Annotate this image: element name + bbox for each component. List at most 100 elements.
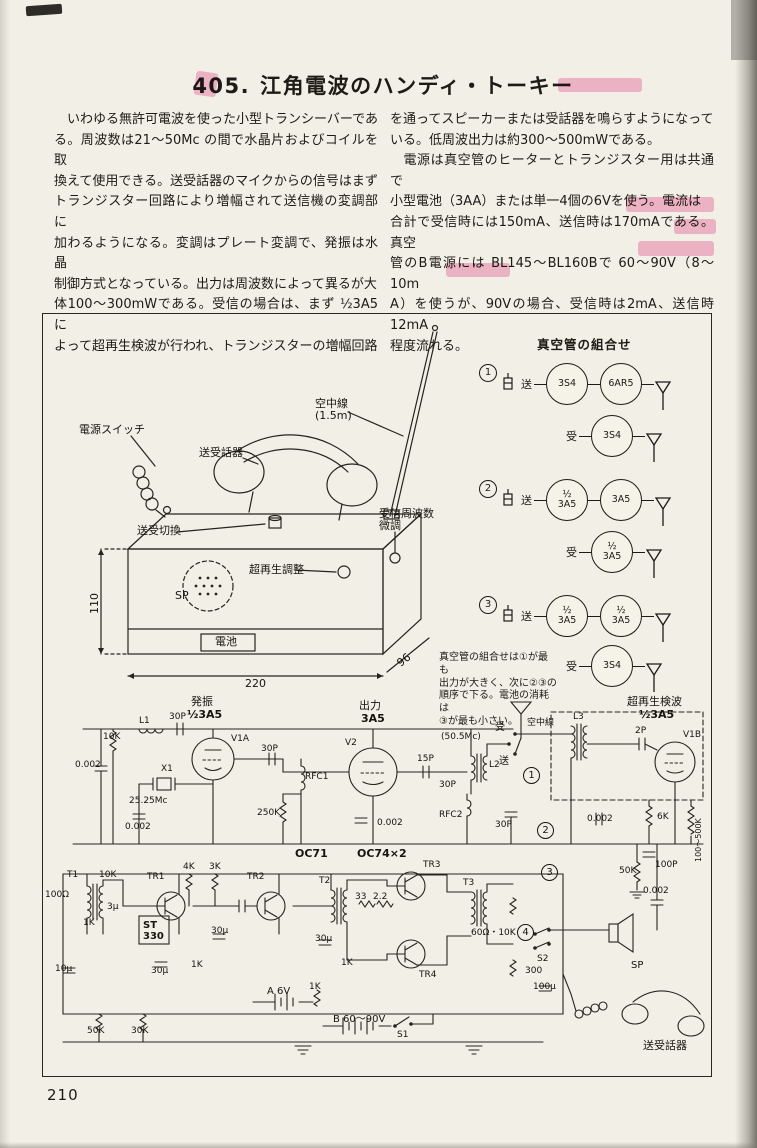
wire <box>642 383 654 385</box>
schematic-label: TR4 <box>419 970 437 980</box>
tube-mode-label: 送 <box>521 610 532 623</box>
junction-number: 2 <box>537 822 554 839</box>
wire <box>588 499 600 501</box>
wire <box>534 499 546 501</box>
antenna-icon <box>654 380 672 414</box>
wire <box>633 665 645 667</box>
body-text-left: いわゆる無許可電波を使った小型トランシーバーであ る。周波数は21〜50Mc の… <box>54 112 378 354</box>
tube-circle: ½ 3A5 <box>591 531 633 573</box>
scan-artifact <box>0 1142 757 1148</box>
schematic-label: 30P <box>169 712 186 722</box>
schematic-label: 送 <box>499 756 509 767</box>
device-drawing <box>98 324 439 679</box>
schematic-label: 0.002 <box>125 822 151 832</box>
schematic-label: 発振 <box>191 695 213 708</box>
schematic-label: 300 <box>525 966 543 976</box>
battery-icon <box>500 603 516 629</box>
schematic-label: T2 <box>319 876 331 886</box>
schematic-label: L2 <box>489 760 500 770</box>
device-label: 送受話器 <box>199 446 243 459</box>
wire <box>642 499 654 501</box>
schematic-label: 30μ <box>211 926 229 936</box>
page-number: 210 <box>47 1086 79 1104</box>
schematic-label: 0.002 <box>75 760 101 770</box>
dimension-label: 110 <box>88 593 101 614</box>
junction-number: 4 <box>517 924 534 941</box>
antenna-icon <box>654 496 672 530</box>
schematic-label: 33 <box>355 892 367 902</box>
schematic-label: 2.2 <box>373 892 388 902</box>
red-marker <box>638 241 714 256</box>
schematic-label: V1A <box>231 734 250 744</box>
junction-number: 3 <box>541 864 558 881</box>
schematic-label: T3 <box>463 878 475 888</box>
device-label: 電池 <box>215 635 237 648</box>
schematic-label: 送受話器 <box>643 1039 687 1052</box>
schematic-drawing <box>62 701 705 1055</box>
tube-mode-label: 受 <box>566 660 577 673</box>
schematic-label: 30P <box>439 780 456 790</box>
tube-mode-label: 送 <box>521 494 532 507</box>
battery-icon <box>500 487 516 513</box>
article-title: 江角電波のハンディ・トーキー <box>260 74 574 98</box>
schematic-label: S2 <box>537 954 549 964</box>
schematic-label: ½3A5 <box>187 708 223 721</box>
schematic-label: OC74×2 <box>357 847 407 860</box>
schematic-label: TR2 <box>247 872 265 882</box>
schematic-label: L1 <box>139 716 150 726</box>
tube-row: 受 ½ 3A5 <box>479 531 663 578</box>
tube-group-number: 2 <box>479 480 497 498</box>
tube-chart-note: 真空管の組合せは①が最も 出力が大きく、次に②③の 順序で下る。電池の消耗は ③… <box>439 652 557 727</box>
figure-overlay: 真空管の組合せ 真空管の組合せは①が最も 出力が大きく、次に②③の 順序で下る。… <box>43 314 711 1074</box>
schematic-label: A 6V <box>267 986 291 997</box>
schematic-label: 空中線 <box>527 718 555 728</box>
tube-mode-label: 送 <box>521 378 532 391</box>
schematic-label: 3μ <box>107 902 119 912</box>
schematic-label: 30μ <box>315 934 333 944</box>
schematic-label: 50K <box>87 1026 105 1036</box>
junction-number: 1 <box>523 767 540 784</box>
schematic-label: 1K <box>191 960 203 970</box>
schematic-label: 25.25Mc <box>129 796 168 806</box>
scan-artifact <box>731 0 757 60</box>
schematic-label: 6K <box>657 812 669 822</box>
schematic-label: V1B <box>683 730 702 740</box>
wire <box>534 615 546 617</box>
schematic-label: 50K <box>619 866 637 876</box>
tube-circle: ½ 3A5 <box>546 595 588 637</box>
schematic-label: 2P <box>635 726 647 736</box>
schematic-label: 10K <box>99 870 117 880</box>
schematic-label: RFC1 <box>305 772 329 782</box>
schematic-label: TR3 <box>423 860 441 870</box>
schematic-label: RFC2 <box>439 810 463 820</box>
wire <box>633 551 645 553</box>
figure-panel: 真空管の組合せ 真空管の組合せは①が最も 出力が大きく、次に②③の 順序で下る。… <box>42 313 712 1077</box>
schematic-label: 15P <box>417 754 434 764</box>
schematic-label: 100〜500K <box>694 818 703 862</box>
schematic-label: 4K <box>183 862 195 872</box>
device-label: 空中線 (1.5m) <box>315 397 352 423</box>
tube-mode-label: 受 <box>566 546 577 559</box>
device-label: SP <box>175 589 189 602</box>
wire <box>579 435 591 437</box>
dimension-label: 220 <box>245 677 266 690</box>
schematic-label: 0.002 <box>377 818 403 828</box>
tube-circle: ½ 3A5 <box>600 595 642 637</box>
tube-circle: 3S4 <box>591 415 633 457</box>
tube-circle: 6AR5 <box>600 363 642 405</box>
schematic-label: 30P <box>495 820 512 830</box>
schematic-label: (50.5Mc) <box>441 732 481 742</box>
schematic-label: V2 <box>345 738 357 748</box>
scan-artifact <box>735 0 757 1148</box>
device-label: 電源スイッチ <box>79 423 145 436</box>
red-marker <box>674 219 716 234</box>
schematic-label: 1K <box>83 918 95 928</box>
wire <box>642 615 654 617</box>
tube-circle: 3S4 <box>546 363 588 405</box>
dimension-label: 96 <box>394 650 414 670</box>
